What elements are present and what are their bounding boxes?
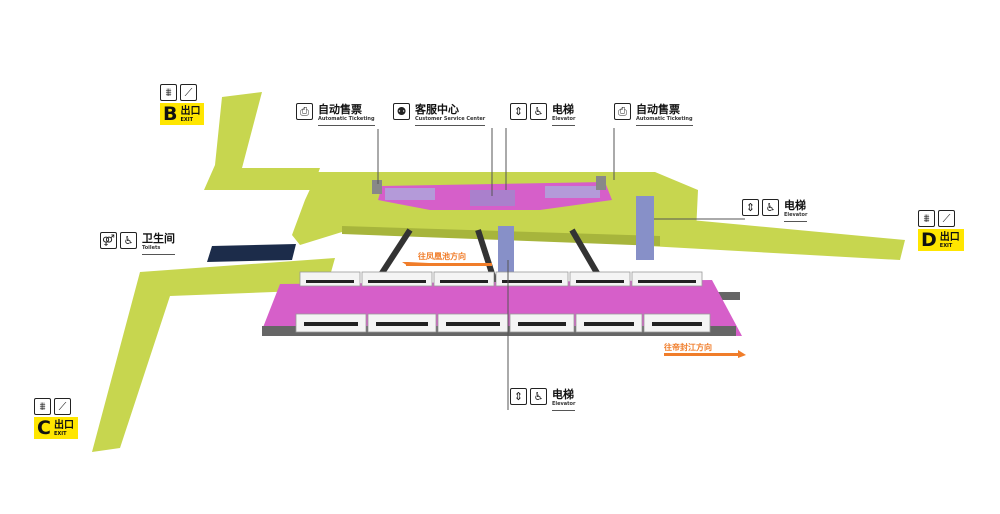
service-center-en: Customer Service Center [415, 116, 486, 122]
label-elevator-bottom: ⇕ ♿ 电梯 Elevator [510, 388, 576, 411]
ticketing-right-zh: 自动售票 [636, 103, 680, 116]
elevator-shaft-right [636, 196, 654, 260]
wheelchair-icon: ♿ [530, 103, 547, 120]
label-ticketing-right: ⎙ 自动售票 Automatic Ticketing [614, 103, 693, 126]
wheelchair-icon: ♿ [120, 232, 137, 249]
label-elevator-top: ⇕ ♿ 电梯 Elevator [510, 103, 576, 126]
escalator-icon: ⟋ [938, 210, 955, 227]
ticket-machine-right [596, 176, 606, 190]
ticketing-left-zh: 自动售票 [318, 103, 362, 116]
direction-arrow-lower [738, 350, 746, 358]
ticketing-right-en: Automatic Ticketing [636, 116, 693, 122]
elevator-right-zh: 电梯 [784, 199, 806, 212]
escalator-icon: ⟋ [54, 398, 71, 415]
stairs-icon: ⩩ [160, 84, 177, 101]
exit-c-letter: C [37, 417, 51, 439]
direction-label-upper: 往凤凰池方向 [418, 251, 466, 261]
escalator-icon: ⟋ [180, 84, 197, 101]
elevator-top-en: Elevator [552, 116, 576, 122]
elevator-bottom-en: Elevator [552, 401, 576, 407]
elevator-right-en: Elevator [784, 212, 808, 218]
exit-c-en: EXIT [53, 430, 67, 437]
ticket-machine-icon: ⎙ [296, 103, 313, 120]
elevator-icon: ⇕ [510, 103, 527, 120]
label-elevator-right: ⇕ ♿ 电梯 Elevator [742, 199, 808, 222]
passage-exit-d [648, 216, 905, 260]
label-ticketing-left: ⎙ 自动售票 Automatic Ticketing [296, 103, 375, 126]
exit-d: ⩩ ⟋ D 出口 EXIT [918, 210, 964, 251]
direction-arrow-upper-bar [406, 263, 492, 266]
fare-gates-right [545, 186, 600, 198]
exit-d-zh: 出口 [939, 231, 960, 243]
service-staff-icon: ⚉ [393, 103, 410, 120]
exit-d-badge: D 出口 EXIT [918, 229, 964, 251]
exit-d-letter: D [921, 229, 937, 251]
exit-c: ⩩ ⟋ C 出口 EXIT [34, 398, 78, 439]
passage-exit-b [204, 92, 320, 190]
exit-d-en: EXIT [939, 242, 953, 249]
elevator-icon: ⇕ [510, 388, 527, 405]
label-toilets: ⚤ ♿ 卫生间 Toilets [100, 232, 175, 255]
toilet-block [207, 244, 296, 262]
ticketing-left-en: Automatic Ticketing [318, 116, 375, 122]
train-upper [299, 271, 703, 287]
service-center-zh: 客服中心 [415, 103, 459, 116]
wheelchair-icon: ♿ [530, 388, 547, 405]
elevator-top-zh: 电梯 [552, 103, 574, 116]
stairs-icon: ⩩ [918, 210, 935, 227]
elevator-icon: ⇕ [742, 199, 759, 216]
toilets-zh: 卫生间 [142, 232, 175, 245]
train-lower [295, 313, 711, 333]
exit-b-badge: B 出口 EXIT [160, 103, 205, 125]
exit-c-badge: C 出口 EXIT [34, 417, 78, 439]
exit-c-zh: 出口 [53, 419, 74, 431]
toilet-icon: ⚤ [100, 232, 117, 249]
service-center-booth [470, 190, 515, 206]
stairs-icon: ⩩ [34, 398, 51, 415]
direction-label-lower: 往帝封江方向 [664, 342, 712, 352]
exit-b-zh: 出口 [180, 105, 201, 117]
elevator-bottom-zh: 电梯 [552, 388, 574, 401]
train-lower-windows [304, 322, 702, 326]
passage-exit-c [92, 258, 335, 452]
leader-lines [377, 128, 745, 410]
toilets-en: Toilets [142, 245, 161, 251]
train-upper-windows [306, 280, 696, 283]
exit-b-letter: B [163, 103, 178, 125]
ticket-machine-icon: ⎙ [614, 103, 631, 120]
exit-b: ⩩ ⟋ B 出口 EXIT [160, 84, 205, 125]
fare-gates-left [385, 188, 435, 200]
ticket-machine-left [372, 180, 382, 194]
exit-b-en: EXIT [180, 116, 194, 123]
direction-arrow-lower-bar [664, 353, 740, 356]
wheelchair-icon: ♿ [762, 199, 779, 216]
label-service-center: ⚉ 客服中心 Customer Service Center [393, 103, 486, 126]
